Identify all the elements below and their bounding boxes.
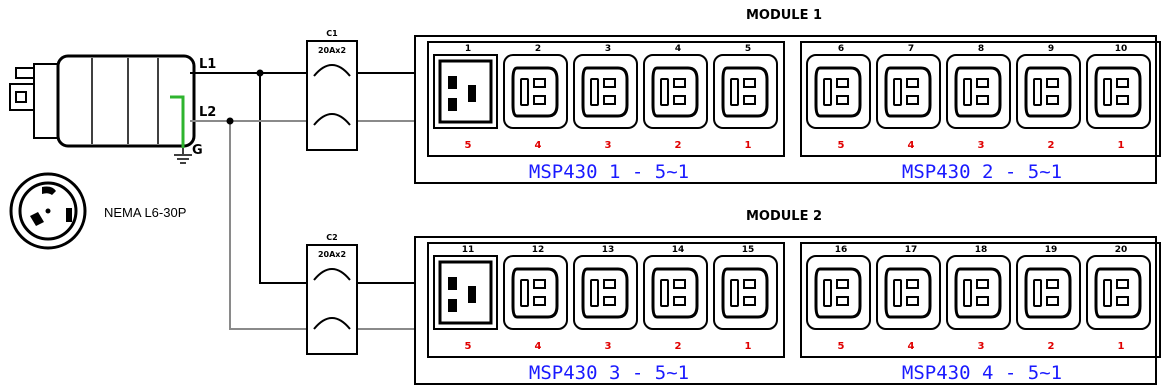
c13-outlet-icon: 19 2 [1016, 245, 1081, 352]
c13-outlet-icon: 12 4 [503, 245, 568, 352]
outlet-number: 13 [602, 245, 615, 255]
wire-l1-label: L1 [199, 57, 216, 72]
plug-type-label: NEMA L6-30P [104, 205, 186, 220]
outlet-channel: 5 [465, 341, 472, 352]
outlet-number: 10 [1115, 44, 1128, 54]
outlet-number: 15 [742, 245, 755, 255]
group-label: MSP430 3 - 5~1 [529, 362, 689, 384]
outlet-number: 12 [532, 245, 545, 255]
c13-outlet-icon: 18 3 [946, 245, 1011, 352]
plug-side-view [9, 54, 196, 148]
outlet-channel: 1 [745, 341, 752, 352]
c13-outlet-icon: 33 [573, 44, 638, 151]
circuit-breaker: C1 20Ax2 [306, 29, 358, 151]
outlet-channel: 3 [605, 140, 612, 151]
c13-outlet-icon: 42 [643, 44, 708, 151]
outlet-number: 14 [672, 245, 685, 255]
outlet-channel: 3 [605, 341, 612, 352]
outlet-number: 16 [835, 245, 848, 255]
outlet-channel: 3 [978, 341, 985, 352]
outlet-number: 19 [1045, 245, 1058, 255]
outlet-channel: 1 [745, 140, 752, 151]
group-label: MSP430 4 - 5~1 [902, 362, 1062, 384]
outlet-channel: 3 [978, 140, 985, 151]
c20-outlet-icon: 11 5 [433, 245, 498, 352]
outlet-channel: 4 [908, 341, 915, 352]
wire-l1 [190, 69, 415, 284]
c13-outlet-icon: 13 3 [573, 245, 638, 352]
breaker-id: C2 [326, 233, 337, 242]
c20-outlet-icon: 15 [433, 44, 498, 151]
outlet-number: 2 [535, 44, 541, 54]
c13-outlet-icon: 17 4 [876, 245, 941, 352]
group-label: MSP430 1 - 5~1 [529, 161, 689, 183]
c13-outlet-icon: 83 [946, 44, 1011, 151]
wire-ground [170, 95, 192, 164]
outlet-channel: 2 [1048, 341, 1055, 352]
outlet-number: 9 [1048, 44, 1054, 54]
breaker-rating: 20Ax2 [318, 46, 346, 55]
breaker-id: C1 [326, 29, 338, 38]
c13-outlet-icon: 51 [713, 44, 778, 151]
outlet-channel: 1 [1118, 341, 1125, 352]
outlet-number: 8 [978, 44, 984, 54]
c13-outlet-icon: 92 [1016, 44, 1081, 151]
module-title: MODULE 2 [746, 209, 822, 224]
c13-outlet-icon: 65 [806, 44, 871, 151]
outlet-number: 17 [905, 245, 918, 255]
outlet-number: 5 [745, 44, 751, 54]
outlet-number: 1 [465, 44, 471, 54]
outlet-channel: 4 [908, 140, 915, 151]
group-label: MSP430 2 - 5~1 [902, 161, 1062, 183]
outlet-number: 7 [908, 44, 914, 54]
c13-outlet-icon: 14 2 [643, 245, 708, 352]
c13-outlet-icon: 16 5 [806, 245, 871, 352]
circuit-breaker: C2 20Ax2 [306, 233, 358, 355]
outlet-channel: 4 [535, 341, 542, 352]
nema-plug-face-icon [9, 172, 87, 250]
outlet-channel: 4 [535, 140, 542, 151]
outlet-channel: 5 [838, 140, 845, 151]
breaker-rating: 20Ax2 [318, 250, 346, 259]
outlet-channel: 2 [675, 341, 682, 352]
outlet-channel: 2 [675, 140, 682, 151]
c13-outlet-icon: 15 1 [713, 245, 778, 352]
c13-outlet-icon: 20 1 [1086, 245, 1151, 352]
wire-l2-label: L2 [199, 105, 216, 120]
c13-outlet-icon: 74 [876, 44, 941, 151]
outlet-channel: 1 [1118, 140, 1125, 151]
c13-outlet-icon: 10 1 [1086, 44, 1151, 151]
outlet-number: 20 [1115, 245, 1128, 255]
outlet-channel: 5 [465, 140, 472, 151]
outlet-number: 6 [838, 44, 844, 54]
module-title: MODULE 1 [746, 8, 822, 23]
ground-label: G [192, 143, 203, 158]
wire-l2 [190, 117, 415, 330]
outlet-channel: 5 [838, 341, 845, 352]
outlet-number: 4 [675, 44, 681, 54]
c13-outlet-icon: 24 [503, 44, 568, 151]
outlet-channel: 2 [1048, 140, 1055, 151]
outlet-number: 3 [605, 44, 611, 54]
outlet-number: 11 [462, 245, 475, 255]
outlet-number: 18 [975, 245, 988, 255]
